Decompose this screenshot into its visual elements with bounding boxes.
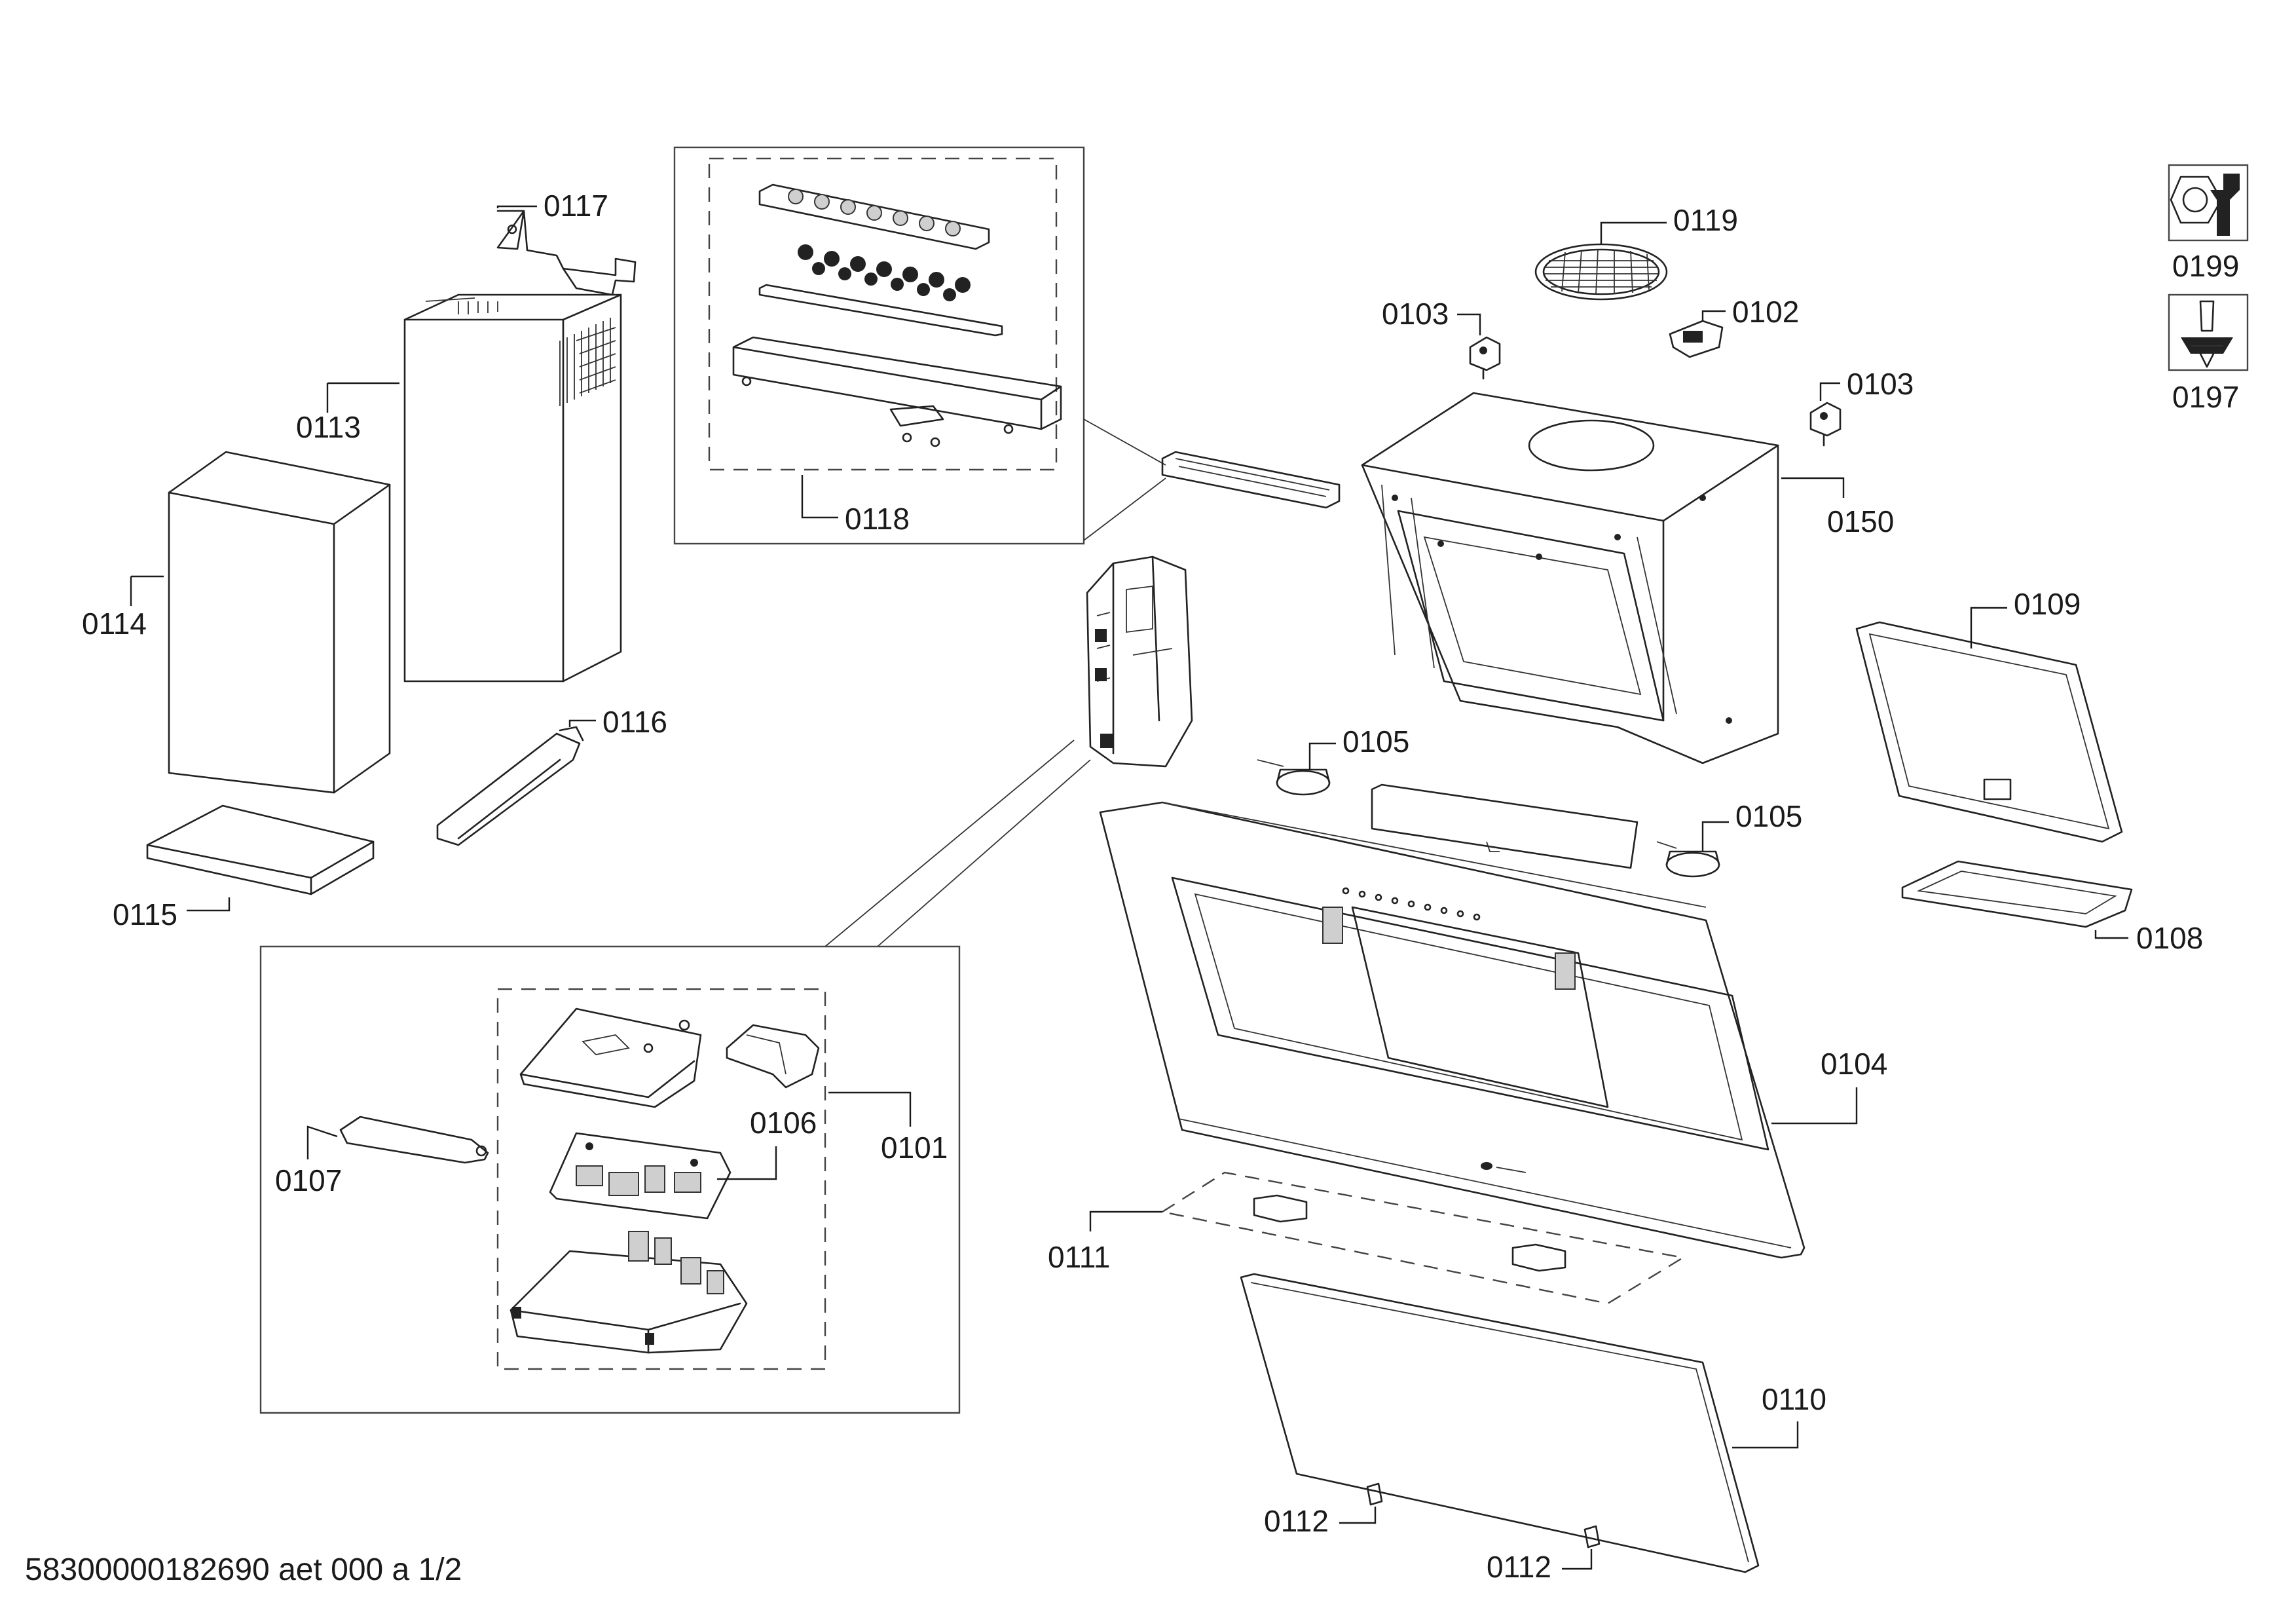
callout-0103a[interactable]: 0103 bbox=[1382, 297, 1449, 331]
leader-0117 bbox=[496, 205, 537, 208]
callout-0110[interactable]: 0110 bbox=[1762, 1382, 1826, 1416]
part-0105-light-left[interactable] bbox=[1257, 759, 1331, 796]
leader-0105b bbox=[1701, 821, 1729, 852]
part-0118-control-unit-exploded[interactable] bbox=[732, 183, 1062, 447]
detail-frame-0101 bbox=[259, 945, 961, 1414]
leader-0112a bbox=[1339, 1507, 1377, 1524]
leader-0106 bbox=[717, 1146, 777, 1180]
connector-0118 bbox=[1083, 419, 1166, 541]
connector-0101 bbox=[824, 740, 1091, 947]
part-0119-grille[interactable] bbox=[1534, 243, 1668, 301]
leader-0103b bbox=[1819, 382, 1840, 401]
dashed-group-0118 bbox=[708, 157, 1058, 471]
callout-0105a[interactable]: 0105 bbox=[1342, 724, 1409, 759]
part-0101-electronics-installed[interactable] bbox=[1086, 555, 1193, 768]
part-0103-clip-left[interactable] bbox=[1469, 336, 1501, 380]
leader-0102 bbox=[1701, 310, 1726, 321]
part-0114-lower-chimney[interactable] bbox=[168, 451, 391, 794]
callout-0116[interactable]: 0116 bbox=[602, 705, 667, 739]
callout-0112a[interactable]: 0112 bbox=[1264, 1504, 1329, 1538]
callout-0199[interactable]: 0199 bbox=[2172, 249, 2239, 283]
callout-0108[interactable]: 0108 bbox=[2136, 921, 2203, 955]
callout-0115[interactable]: 0115 bbox=[113, 897, 177, 931]
leader-0105a bbox=[1308, 742, 1336, 770]
part-0102-switch[interactable] bbox=[1669, 320, 1724, 358]
callout-0112b[interactable]: 0112 bbox=[1487, 1550, 1551, 1584]
callout-0101[interactable]: 0101 bbox=[881, 1131, 948, 1165]
part-0101-small-cover[interactable] bbox=[726, 1024, 820, 1089]
part-duct-plate[interactable] bbox=[1371, 783, 1639, 869]
part-0108-filter-cassette[interactable] bbox=[1901, 860, 2133, 928]
leader-0118 bbox=[801, 475, 838, 519]
callout-0111[interactable]: 0111 bbox=[1048, 1240, 1111, 1274]
part-0109-grease-filter[interactable] bbox=[1855, 621, 2123, 843]
callout-0106[interactable]: 0106 bbox=[750, 1106, 817, 1140]
callout-0104[interactable]: 0104 bbox=[1821, 1047, 1887, 1081]
part-0150-housing[interactable] bbox=[1361, 392, 1779, 764]
leader-0101 bbox=[828, 1091, 912, 1127]
part-0112-clip-left[interactable] bbox=[1366, 1482, 1383, 1506]
callout-0114[interactable]: 0114 bbox=[82, 607, 147, 641]
leader-0108 bbox=[2094, 930, 2128, 939]
dashed-group-0111 bbox=[1160, 1171, 1686, 1305]
callout-0107[interactable]: 0107 bbox=[275, 1163, 342, 1197]
detail-frame-0118 bbox=[673, 146, 1085, 545]
part-0101-housing-base[interactable] bbox=[509, 1231, 748, 1354]
callout-0118[interactable]: 0118 bbox=[845, 502, 910, 536]
leader-0109 bbox=[1970, 607, 2007, 648]
callout-0103b[interactable]: 0103 bbox=[1847, 367, 1914, 401]
leader-0116 bbox=[568, 719, 596, 727]
part-0107-cover[interactable] bbox=[339, 1116, 489, 1164]
part-0113-upper-chimney[interactable] bbox=[403, 293, 622, 683]
wrench-nut-icon[interactable] bbox=[2168, 164, 2249, 242]
document-id: 58300000182690 aet 000 a 1/2 bbox=[25, 1552, 462, 1587]
leader-0103a bbox=[1457, 313, 1481, 335]
leader-0111 bbox=[1089, 1210, 1162, 1231]
part-0104-front-panel[interactable] bbox=[1099, 801, 1805, 1259]
part-0110-glass-panel[interactable] bbox=[1240, 1273, 1760, 1573]
callout-0197[interactable]: 0197 bbox=[2172, 380, 2239, 414]
callout-0150[interactable]: 0150 bbox=[1827, 504, 1894, 538]
callout-0113[interactable]: 0113 bbox=[296, 410, 361, 444]
part-0105-light-right[interactable] bbox=[1656, 841, 1720, 878]
part-0117-chimney-bracket[interactable] bbox=[496, 210, 637, 296]
part-0111-hinge-brackets[interactable] bbox=[1253, 1194, 1566, 1272]
callout-0117[interactable]: 0117 bbox=[544, 189, 608, 223]
leader-0104 bbox=[1771, 1087, 1858, 1125]
callout-0105b[interactable]: 0105 bbox=[1735, 799, 1802, 833]
callout-0102[interactable]: 0102 bbox=[1732, 295, 1799, 329]
leader-0115 bbox=[187, 897, 231, 912]
leader-0107 bbox=[306, 1125, 338, 1159]
callout-0109[interactable]: 0109 bbox=[2014, 587, 2081, 621]
leader-0112b bbox=[1562, 1549, 1593, 1570]
leader-0150 bbox=[1781, 477, 1845, 498]
part-0112-clip-right[interactable] bbox=[1583, 1525, 1601, 1548]
leader-0119 bbox=[1600, 221, 1667, 244]
part-0115-bottom-bracket[interactable] bbox=[146, 804, 375, 895]
part-0101-board-cover[interactable] bbox=[519, 1007, 702, 1108]
screwdriver-screw-icon[interactable] bbox=[2168, 293, 2249, 371]
leader-0110 bbox=[1732, 1421, 1799, 1449]
part-0106-pcb[interactable] bbox=[549, 1132, 731, 1220]
callout-0119[interactable]: 0119 bbox=[1673, 203, 1738, 237]
part-0118-installed-module[interactable] bbox=[1161, 451, 1341, 509]
part-0103-clip-right[interactable] bbox=[1809, 402, 1842, 447]
part-0116-wall-bracket[interactable] bbox=[436, 726, 584, 846]
